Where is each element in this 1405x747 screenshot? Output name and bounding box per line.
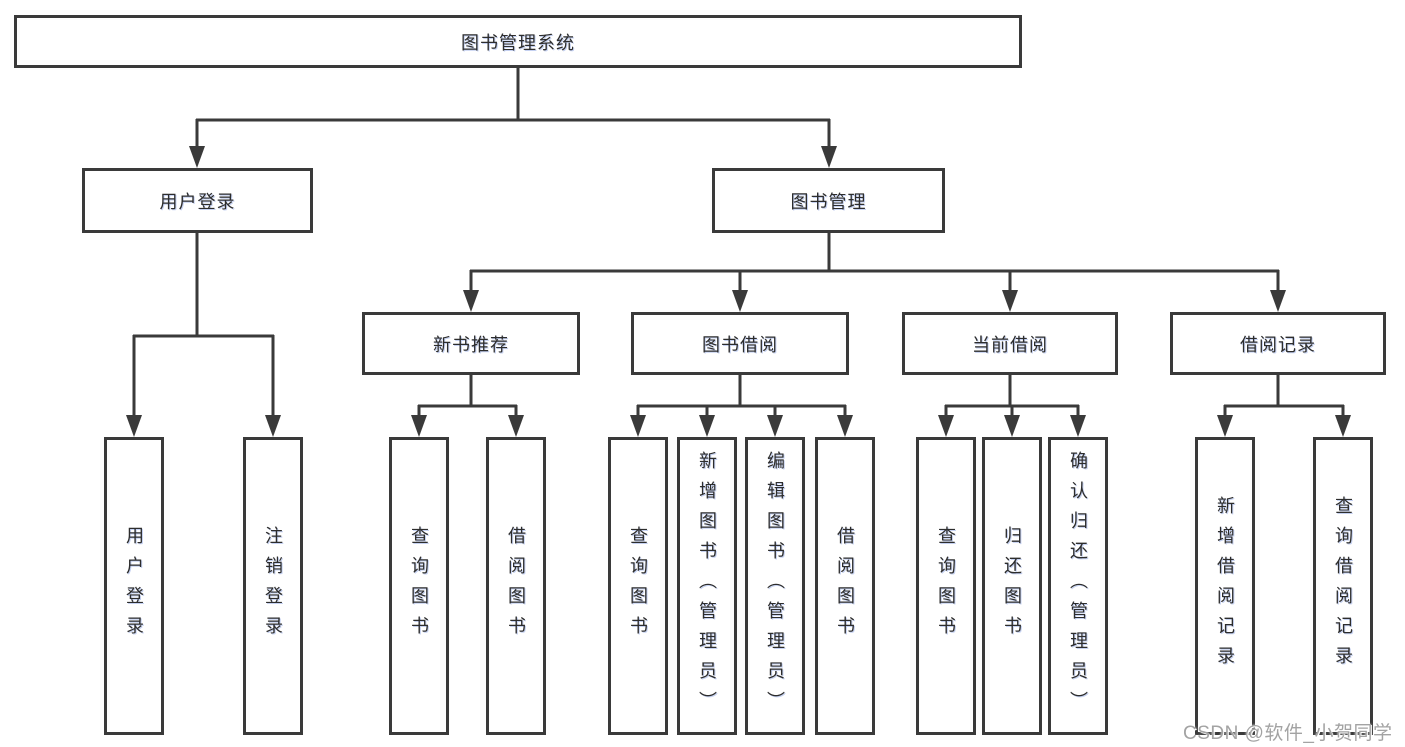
leaf-borrow-books-borrow: 借阅图书 [815,437,875,735]
leaf-borrow-books-newbook: 借阅图书 [486,437,546,735]
node-book-borrowing: 图书借阅 [631,312,849,375]
leaf-return-books: 归还图书 [982,437,1042,735]
leaf-add-borrow-record: 新增借阅记录 [1195,437,1255,735]
node-current-borrowing: 当前借阅 [902,312,1118,375]
leaf-confirm-return-admin-label: 确认归还（管理员） [1068,451,1088,721]
leaf-borrow-books-newbook-label: 借阅图书 [506,526,526,646]
leaf-query-books-current-label: 查询图书 [936,526,956,646]
leaf-return-books-label: 归还图书 [1002,526,1022,646]
leaf-borrow-books-borrow-label: 借阅图书 [835,526,855,646]
node-book-management: 图书管理 [712,168,945,233]
leaf-add-borrow-record-label: 新增借阅记录 [1215,496,1235,676]
leaf-edit-books-admin-label: 编辑图书（管理员） [765,451,785,721]
leaf-query-books-borrow: 查询图书 [608,437,668,735]
leaf-query-books-current: 查询图书 [916,437,976,735]
leaf-edit-books-admin: 编辑图书（管理员） [745,437,805,735]
csdn-watermark: CSDN @软件_小贺同学 [1183,723,1393,744]
leaf-logout: 注销登录 [243,437,303,735]
leaf-query-borrow-record: 查询借阅记录 [1313,437,1373,735]
node-new-book-recommendation: 新书推荐 [362,312,580,375]
node-user-login: 用户登录 [82,168,313,233]
leaf-query-books-newbook: 查询图书 [389,437,449,735]
leaf-add-books-admin: 新增图书（管理员） [677,437,737,735]
leaf-user-login: 用户登录 [104,437,164,735]
node-library-management-system: 图书管理系统 [14,15,1022,68]
leaf-query-borrow-record-label: 查询借阅记录 [1333,496,1353,676]
leaf-user-login-label: 用户登录 [124,526,144,646]
leaf-add-books-admin-label: 新增图书（管理员） [697,451,717,721]
leaf-logout-label: 注销登录 [263,526,283,646]
leaf-confirm-return-admin: 确认归还（管理员） [1048,437,1108,735]
leaf-query-books-borrow-label: 查询图书 [628,526,648,646]
leaf-query-books-newbook-label: 查询图书 [409,526,429,646]
node-borrowing-records: 借阅记录 [1170,312,1386,375]
arrowheads [126,146,1351,437]
